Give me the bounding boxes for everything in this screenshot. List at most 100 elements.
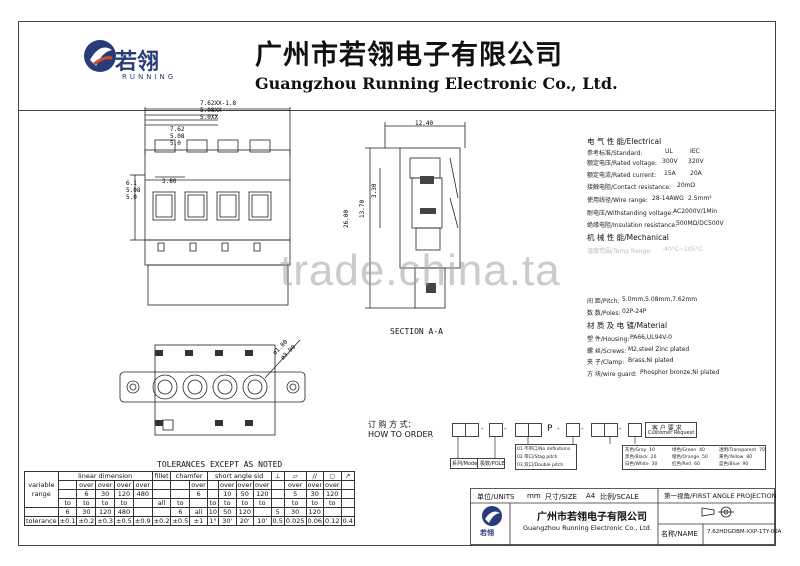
range-value: 120 [253, 489, 272, 499]
to-label: to [170, 498, 191, 508]
current-iec: 20A [690, 170, 702, 177]
pole-label: 极数/POLE [480, 461, 505, 467]
order-title-en: HOW TO ORDER [368, 430, 434, 439]
wireguard-label: 方 块/wire guard: [587, 371, 637, 378]
tol-value: ±0.5 [170, 516, 191, 526]
pitch-val: 5.0mm,5.08mm,7.62mm [622, 296, 698, 303]
dim-330: 3.30 [371, 183, 378, 198]
size-val: A4 [586, 492, 596, 500]
housing-val: PA66,UL94V-0 [630, 334, 672, 341]
tol-value: 20' [235, 516, 255, 526]
range-value: 30 [76, 507, 97, 517]
tolerance-title: TOLERANCES EXCEPT AS NOTED [157, 460, 283, 469]
current-ul: 15A [664, 170, 676, 177]
linear-header: linear dimension [57, 471, 153, 481]
drawing-frame [18, 21, 776, 546]
sym-run: ↗ [340, 471, 355, 481]
to-label: to [206, 498, 220, 508]
sym-par: // [305, 471, 324, 481]
tol-value: 30' [218, 516, 237, 526]
variable-label: variable [28, 481, 55, 489]
projection-symbol-icon [701, 506, 734, 518]
section-label: SECTION A-A [390, 327, 443, 336]
poles-label: 数 数/Poles: [587, 310, 621, 317]
dim-2600: 26.00 [343, 210, 350, 228]
dim-508: 5.08 [170, 133, 185, 140]
tol-value: ±1 [189, 516, 208, 526]
current-label: 额定电流/Rated current: [587, 172, 657, 179]
to-label: to [57, 498, 78, 508]
standard-label: 参考标准/Standard: [587, 150, 643, 157]
running-logo-icon [84, 40, 116, 72]
over-label: over [218, 480, 237, 490]
range-value: 6 [76, 489, 97, 499]
angle-header: short angle sid [206, 471, 272, 481]
to-label: to [114, 498, 134, 508]
pitch-opt-2: 02.带口/Stag pitch [517, 455, 558, 460]
all-label: all [189, 507, 208, 517]
titleblock-company-en: Guangzhou Running Electronic Co., Ltd. [523, 524, 652, 532]
over-label: over [189, 480, 208, 490]
wireguard-val: Phosphor bronze,Ni plated [640, 369, 720, 376]
section-view-drawing: 12.40 26.00 13.70 3.30 [343, 120, 466, 309]
range-value: 6 [170, 507, 191, 517]
range-value: 6 [189, 489, 208, 499]
order-box [515, 423, 529, 437]
range-value: 6 [57, 507, 78, 517]
over-label: over [76, 480, 97, 490]
order-p-letter: P [547, 424, 553, 434]
to-label: to [235, 498, 255, 508]
range-value: 480 [132, 489, 153, 499]
order-box [604, 423, 618, 437]
over-label: over [95, 480, 116, 490]
all-label: all [151, 498, 172, 508]
order-box [452, 423, 466, 437]
insulation-label: 绝缘电阻/Insulation resistance: [587, 222, 678, 229]
over-label: over [305, 480, 324, 490]
housing-label: 塑 件/Housing: [587, 336, 630, 343]
over-label: over [114, 480, 134, 490]
withstand-val: AC2000V/1Min [673, 208, 718, 215]
over-label: over [132, 480, 153, 490]
order-box [465, 423, 479, 437]
to-label: to [305, 498, 324, 508]
tol-value: ±0.1 [57, 516, 78, 526]
tol-value: 0.4 [340, 516, 355, 526]
range-value: 30 [305, 489, 324, 499]
name-label: 名称/NAME [661, 530, 698, 538]
chamfer-header: chamfer [170, 471, 208, 481]
voltage-iec: 320V [688, 158, 704, 165]
clamp-label: 夹 子/Clamp: [587, 359, 625, 366]
customer-request-box: 客 户 要 求 Customer Request [645, 422, 697, 438]
to-label: to [323, 498, 342, 508]
order-box [489, 423, 503, 437]
tol-value: ±0.2 [76, 516, 97, 526]
range-value: 5 [283, 489, 307, 499]
order-box [528, 423, 542, 437]
wire-val: 28-14AWG [652, 195, 684, 202]
sym-flat: ▱ [283, 471, 307, 481]
range-value: 120 [305, 507, 324, 517]
to-label: to [76, 498, 97, 508]
over-label: over [235, 480, 255, 490]
customer-en: Customer Request [648, 430, 695, 436]
front-view-drawing: 7.62XX-1.8 5.08XX 5.0XX 7.62 5.08 5.0 3.… [126, 100, 291, 306]
scale-label: 比例/SCALE [600, 493, 639, 501]
name-val: 7.62HDGDBM-XXP-1TY-00A [707, 529, 782, 535]
tol-value: 0.12 [323, 516, 342, 526]
order-box [591, 423, 605, 437]
insulation-val: 500MΩ/DC500V [676, 220, 724, 227]
to-label: to [95, 498, 116, 508]
pitch-opt-1: 01.不带口/No definitions [517, 447, 571, 452]
contact-label: 接触电阻/Contact resistance: [587, 184, 672, 191]
temp-label: 温度范围/Temp Range: [587, 248, 652, 255]
standard-ul: UL [665, 148, 673, 155]
tol-value: ±0.2 [151, 516, 172, 526]
screws-label: 螺 丝/Screws: [587, 348, 627, 355]
